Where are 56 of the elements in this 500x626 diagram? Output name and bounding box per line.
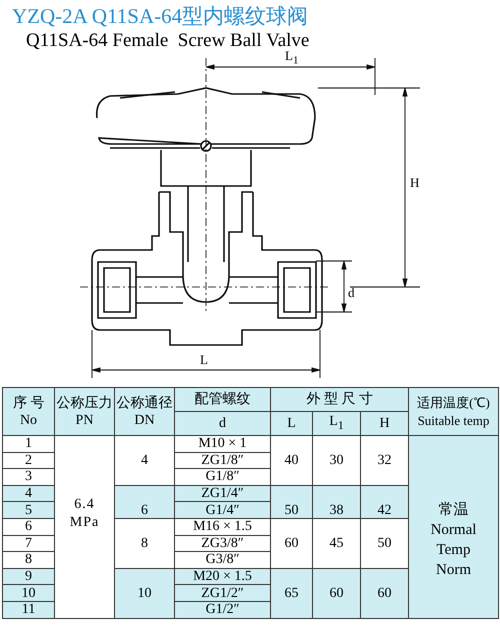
cell-text: 序 号 (12, 394, 44, 412)
table-cell: M10 × 1 (174, 436, 270, 452)
table-cell: M20 × 1.5 (174, 568, 270, 585)
table-cell: 7 (2, 535, 54, 552)
table-cell: H (360, 412, 408, 436)
table-cell: G1/4″ (174, 502, 270, 518)
dimension-label: H (410, 175, 420, 191)
table-cell: 65 (270, 568, 312, 618)
table-cell: 60 (360, 568, 408, 618)
table-cell: 4 (114, 436, 174, 486)
table-cell: 60 (312, 568, 360, 618)
table-cell: 8 (2, 552, 54, 568)
table-cell: d (174, 412, 270, 436)
cell-text: 常温 (438, 500, 470, 520)
table-cell: 45 (312, 518, 360, 568)
cell-text: PN (76, 412, 94, 428)
table-cell: ZG1/4″ (174, 485, 270, 502)
table-cell: 11 (2, 601, 54, 618)
cell-text: Suitable temp (418, 412, 490, 428)
table-cell: M16 × 1.5 (174, 518, 270, 536)
table-cell: ZG1/2″ (174, 584, 270, 602)
table-cell: ZG1/8″ (174, 452, 270, 469)
cell-text: Normal Temp Norm (430, 521, 478, 580)
dimension-label: L (200, 352, 208, 368)
title: YZQ-2A Q11SA-64型内螺纹球阀 (12, 3, 308, 30)
table-cell: 4 (2, 485, 54, 502)
cell-text: 适用温度(℃) (417, 394, 490, 410)
dimension-label: d (348, 285, 354, 301)
cell-text: DN (134, 412, 155, 428)
table-cell: L$_{1}$ (312, 412, 360, 436)
table-cell: G1/2″ (174, 601, 270, 618)
table-cell: 60 (270, 518, 312, 568)
table-cell: 1 (2, 436, 54, 452)
table-cell: 配管螺纹 (174, 388, 270, 412)
table-cell: 6 (114, 485, 174, 518)
table-cell: G3/8″ (174, 552, 270, 568)
table-cell: 2 (2, 452, 54, 469)
table-cell: 外 型 尺 寸 (270, 388, 408, 412)
table-cell: 8 (114, 518, 174, 568)
cell-text: No (20, 412, 38, 428)
table-cell: 38 (312, 485, 360, 518)
table-cell: 10 (114, 568, 174, 618)
table-cell: 5 (2, 502, 54, 518)
table-cell: 3 (2, 468, 54, 486)
table-cell: 30 (312, 436, 360, 486)
table-cell: 6 (2, 518, 54, 536)
table-cell: L (270, 412, 312, 436)
table-cell: 9 (2, 568, 54, 585)
cell-text: 公称压力 (56, 394, 112, 412)
table-cell: 42 (360, 485, 408, 518)
table-cell: G1/8″ (174, 468, 270, 486)
table-cell: 10 (2, 584, 54, 602)
table-cell: 50 (270, 485, 312, 518)
table-cell: ZG3/8″ (174, 535, 270, 552)
table-cell: 40 (270, 436, 312, 486)
cell-text: 公称通径 (116, 394, 172, 412)
